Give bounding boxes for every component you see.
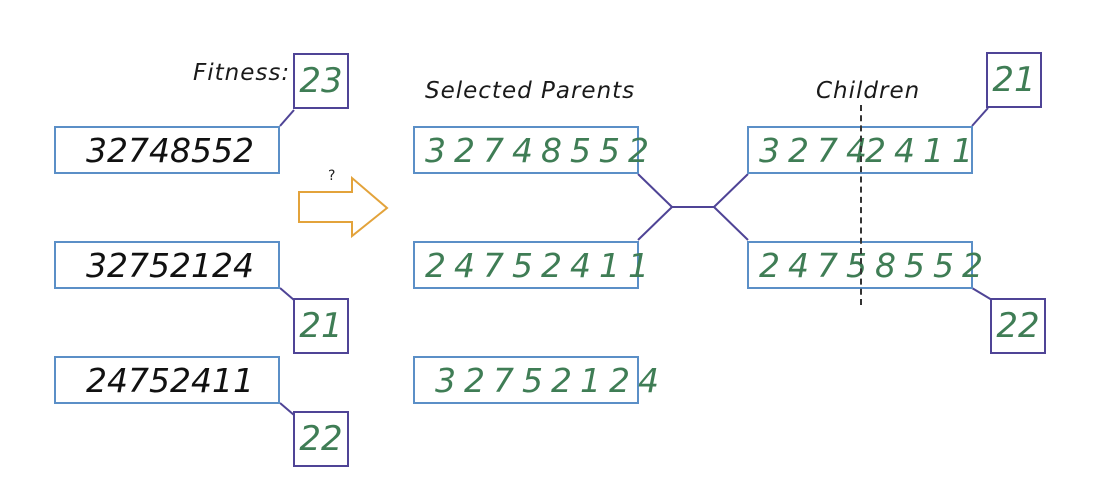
child-1-left-genes: 3274 [759,130,875,170]
children-label: Children [816,78,921,104]
crossover-line-parent-1 [637,173,673,208]
selected-parent-3: 32752124 [413,356,659,404]
population-chromosome-1: 32748552 [54,126,280,174]
crossover-line-child-2 [713,206,749,241]
child-1-right-genes: 2411 [865,130,981,170]
fitness-connector-2 [279,287,295,301]
population-fitness-3: 22 [293,411,349,467]
population-fitness-1: 23 [293,53,349,109]
crossover-line-child-1 [713,173,749,208]
population-chromosome-2: 32752124 [54,241,280,289]
selection-arrow-icon [298,175,389,239]
crossover-point-line [860,105,862,305]
selected-parents-label: Selected Parents [425,78,636,104]
selected-parent-1: 32748552 [413,126,649,174]
child-2-right-genes: 8552 [874,245,991,285]
fitness-connector-1 [279,109,295,127]
population-fitness-2: 21 [293,298,349,354]
fitness-label: Fitness: [193,60,291,86]
population-chromosome-3: 24752411 [54,356,280,404]
child-fitness-connector-1 [971,107,989,127]
child-fitness-2: 22 [990,298,1046,354]
child-fitness-1: 21 [986,52,1042,108]
question-mark: ? [328,168,336,184]
child-2-left-genes: 2475 [759,245,875,285]
crossover-line-parent-2 [637,206,673,241]
fitness-connector-3 [279,402,295,416]
selected-parent-2: 24752411 [413,241,649,289]
child-fitness-connector-2 [971,287,993,301]
